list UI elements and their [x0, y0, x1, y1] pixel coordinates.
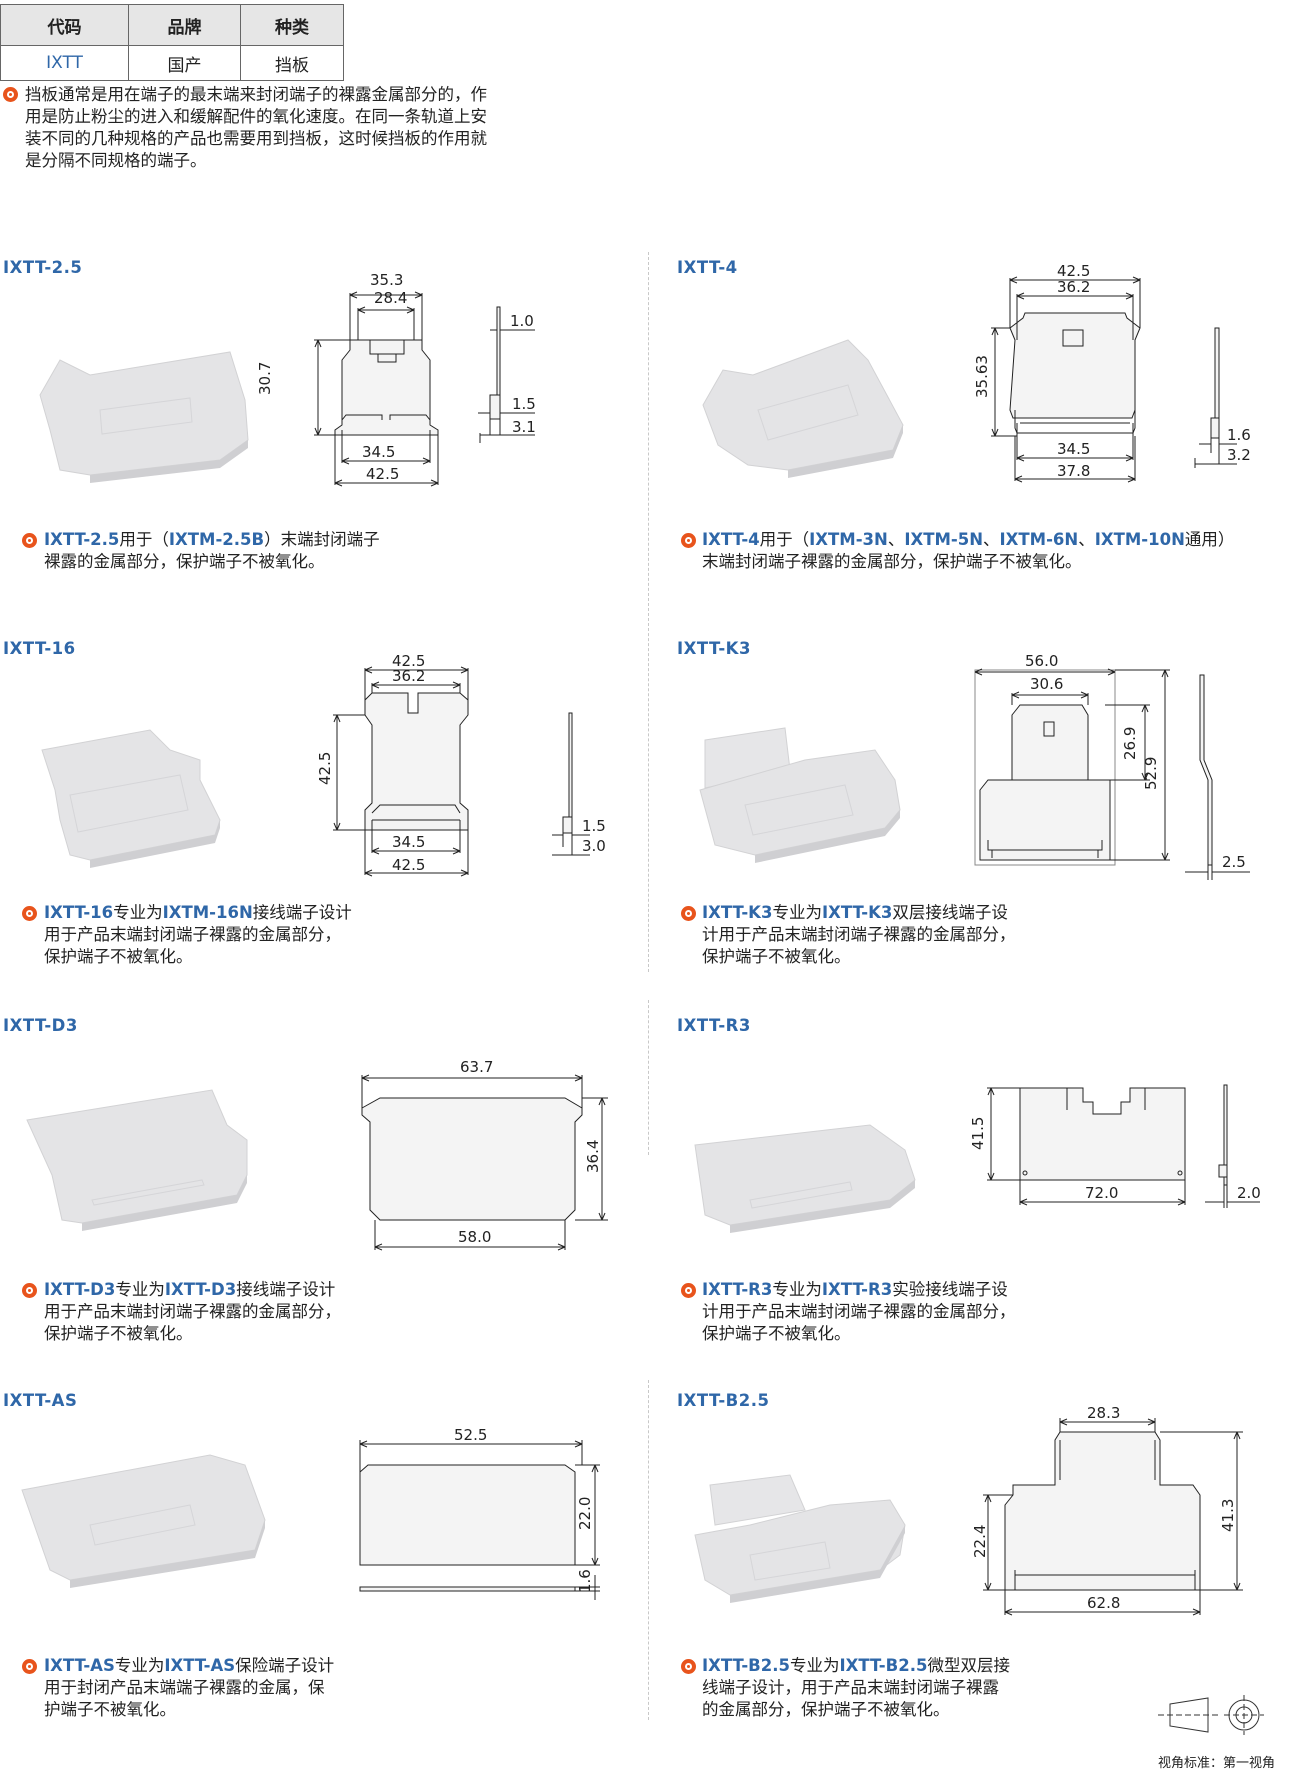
bullet-icon: [22, 906, 37, 921]
svg-text:1.6: 1.6: [1227, 426, 1251, 444]
svg-text:2.0: 2.0: [1237, 1184, 1261, 1202]
svg-text:1.0: 1.0: [510, 312, 534, 330]
product-photo-ixtt-k3: [699, 727, 901, 863]
product-photo-ixtt-d3: [26, 1089, 248, 1231]
header-type: 种类: [240, 4, 344, 46]
svg-text:37.8: 37.8: [1057, 462, 1090, 480]
projection-standard-label: 视角标准：第一视角: [1157, 1756, 1275, 1771]
section-title: IXTT-K3: [677, 639, 751, 658]
description-ixtt-2.5: IXTT-2.5用于（IXTM-2.5B）末端封闭端子 裸露的金属部分，保护端子…: [44, 530, 380, 571]
svg-text:62.8: 62.8: [1087, 1594, 1120, 1612]
section-title: IXTT-2.5: [3, 258, 83, 277]
cell-type: 挡板: [240, 45, 344, 81]
product-photo-ixtt-b2.5: [694, 1474, 906, 1603]
svg-text:42.5: 42.5: [316, 752, 334, 785]
description-ixtt-4: IXTT-4用于（IXTM-3N、IXTM-5N、IXTM-6N、IXTM-10…: [702, 530, 1235, 571]
svg-text:30.7: 30.7: [256, 362, 274, 395]
svg-text:72.0: 72.0: [1085, 1184, 1118, 1202]
header-code: 代码: [0, 4, 129, 46]
svg-text:41.3: 41.3: [1219, 1499, 1237, 1532]
section-title: IXTT-AS: [3, 1391, 78, 1410]
column-divider: [648, 1000, 649, 1155]
description-ixtt-b2.5: IXTT-B2.5专业为IXTT-B2.5微型双层接 线端子设计，用于产品末端封…: [702, 1656, 1010, 1719]
description-ixtt-16: IXTT-16专业为IXTM-16N接线端子设计 用于产品末端封闭端子裸露的金属…: [44, 903, 352, 966]
bullet-icon: [22, 533, 37, 548]
svg-text:42.5: 42.5: [392, 652, 425, 670]
dimension-drawing-ixtt-k3: 56.0 30.6 26.9 52.9 2.5: [974, 652, 1250, 880]
svg-text:52.5: 52.5: [454, 1426, 487, 1444]
svg-text:42.5: 42.5: [366, 465, 399, 483]
svg-text:3.2: 3.2: [1227, 446, 1251, 464]
svg-text:58.0: 58.0: [458, 1228, 491, 1246]
section-title: IXTT-D3: [3, 1016, 78, 1035]
svg-text:36.2: 36.2: [1057, 278, 1090, 296]
spec-table: 代码 品牌 种类 IXTT 国产 挡板: [0, 4, 344, 81]
product-photo-ixtt-2.5: [39, 351, 249, 483]
svg-text:28.4: 28.4: [374, 289, 407, 307]
svg-text:35.3: 35.3: [370, 271, 403, 289]
svg-text:34.5: 34.5: [1057, 440, 1090, 458]
bullet-icon: [22, 1283, 37, 1298]
svg-text:42.5: 42.5: [392, 856, 425, 874]
svg-text:36.4: 36.4: [584, 1140, 602, 1173]
svg-text:3.0: 3.0: [582, 837, 606, 855]
svg-text:42.5: 42.5: [1057, 262, 1090, 280]
dimension-drawing-ixtt-d3: 63.7 36.4 58.0: [361, 1058, 608, 1251]
product-photo-ixtt-16: [41, 729, 221, 868]
svg-text:1.5: 1.5: [582, 817, 606, 835]
svg-text:22.4: 22.4: [971, 1525, 989, 1558]
svg-text:56.0: 56.0: [1025, 652, 1058, 670]
header-brand: 品牌: [128, 4, 241, 46]
svg-text:35.63: 35.63: [973, 355, 991, 398]
projection-symbol-icon: [1158, 1695, 1264, 1735]
column-divider: [648, 252, 649, 972]
product-photo-ixtt-4: [702, 339, 904, 478]
svg-text:2.5: 2.5: [1222, 853, 1246, 871]
dimension-drawing-ixtt-r3: 41.5 72.0 2.0: [969, 1084, 1261, 1208]
cell-brand: 国产: [128, 45, 241, 81]
bullet-icon: [3, 87, 18, 102]
svg-text:28.3: 28.3: [1087, 1404, 1120, 1422]
svg-text:36.2: 36.2: [392, 667, 425, 685]
bullet-icon: [681, 906, 696, 921]
svg-text:34.5: 34.5: [362, 443, 395, 461]
dimension-drawing-ixtt-16: 42.5 36.2 42.5 34.5 42.5 1.5 3.0: [316, 652, 606, 877]
section-title: IXTT-B2.5: [677, 1391, 770, 1410]
svg-text:34.5: 34.5: [392, 833, 425, 851]
product-photo-ixtt-r3: [694, 1124, 916, 1233]
bullet-icon: [681, 533, 696, 548]
svg-text:1.6: 1.6: [576, 1569, 594, 1593]
dimension-drawing-ixtt-2.5: 35.3 28.4 30.7 34.5 42.5 1.0 1.5 3.1: [256, 271, 536, 487]
bullet-icon: [681, 1659, 696, 1674]
bullet-icon: [681, 1283, 696, 1298]
dimension-drawing-ixtt-as: 52.5 22.0 1.6: [359, 1426, 600, 1600]
description-ixtt-k3: IXTT-K3专业为IXTT-K3双层接线端子设 计用于产品末端封闭端子裸露的金…: [702, 903, 1016, 966]
dimension-drawing-ixtt-4: 42.5 36.2 35.63 34.5 37.8 1.6 3.2: [973, 262, 1251, 483]
svg-text:41.5: 41.5: [969, 1117, 987, 1150]
dimension-drawing-ixtt-b2.5: 28.3 41.3 22.4 62.8: [971, 1404, 1243, 1616]
description-ixtt-d3: IXTT-D3专业为IXTT-D3接线端子设计 用于产品末端封闭端子裸露的金属部…: [44, 1280, 341, 1343]
svg-text:52.9: 52.9: [1142, 757, 1160, 790]
svg-text:22.0: 22.0: [576, 1497, 594, 1530]
svg-text:26.9: 26.9: [1121, 727, 1139, 760]
svg-text:63.7: 63.7: [460, 1058, 493, 1076]
product-photo-ixtt-as: [21, 1454, 266, 1588]
column-divider: [648, 1380, 649, 1720]
description-ixtt-as: IXTT-AS专业为IXTT-AS保险端子设计 用于封闭产品末端端子裸露的金属，…: [44, 1656, 335, 1719]
description-ixtt-r3: IXTT-R3专业为IXTT-R3实验接线端子设 计用于产品末端封闭端子裸露的金…: [702, 1280, 1016, 1343]
cell-code: IXTT: [0, 45, 129, 81]
intro-text: 挡板通常是用在端子的最末端来封闭端子的裸露金属部分的，作用是防止粉尘的进入和缓解…: [25, 85, 487, 170]
svg-text:3.1: 3.1: [512, 418, 536, 436]
bullet-icon: [22, 1659, 37, 1674]
svg-text:1.5: 1.5: [512, 395, 536, 413]
svg-text:30.6: 30.6: [1030, 675, 1063, 693]
section-title: IXTT-16: [3, 639, 76, 658]
section-title: IXTT-4: [677, 258, 738, 277]
section-title: IXTT-R3: [677, 1016, 751, 1035]
